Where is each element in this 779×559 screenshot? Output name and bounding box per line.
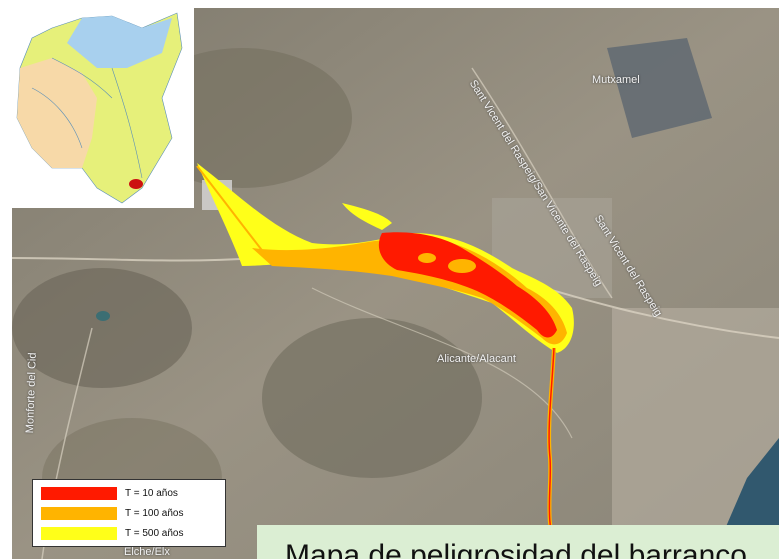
flood-legend: T = 10 años T = 100 años T = 500 años — [32, 479, 226, 547]
inset-map-svg — [16, 12, 183, 204]
legend-label-t100: T = 100 años — [125, 507, 184, 519]
reservoir — [96, 311, 110, 321]
legend-row-t100: T = 100 años — [41, 506, 183, 520]
river-channel-core — [548, 347, 558, 559]
caption-text: Mapa de peligrosidad del barranco — [285, 539, 747, 559]
flood-island-2 — [418, 253, 436, 263]
inset-rivers — [31, 57, 143, 179]
flood-zone-t500-branch — [342, 203, 392, 230]
legend-label-t10: T = 10 años — [125, 487, 178, 499]
legend-row-t500: T = 500 años — [41, 526, 183, 540]
inset-study-area-marker — [129, 179, 143, 189]
hill-west — [12, 268, 192, 388]
road-north — [471, 67, 613, 299]
flood-island — [448, 259, 476, 273]
tributary-west — [196, 165, 273, 264]
legend-label-t500: T = 500 años — [125, 527, 184, 539]
road-south — [311, 287, 573, 439]
label-alicante: Alicante/Alacant — [437, 353, 516, 365]
inset-locator-map — [12, 8, 194, 208]
legend-swatch-t100 — [41, 506, 117, 520]
label-elche: Elche/Elx — [124, 546, 170, 558]
legend-swatch-t500 — [41, 526, 117, 540]
legend-swatch-t10 — [41, 486, 117, 500]
legend-row-t10: T = 10 años — [41, 486, 178, 500]
inset-region-west — [17, 58, 97, 168]
caption-box: Mapa de peligrosidad del barranco — [257, 525, 779, 559]
label-mutxamel: Mutxamel — [592, 74, 640, 86]
solar-farm — [607, 38, 712, 138]
hill-center — [262, 318, 482, 478]
inset-region-north — [67, 16, 172, 68]
